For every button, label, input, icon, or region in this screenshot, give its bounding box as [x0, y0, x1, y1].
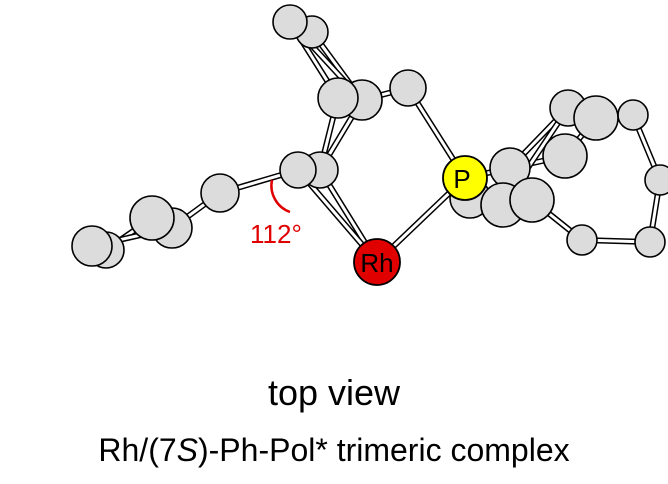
carbon-atom — [317, 77, 359, 119]
carbon-atom — [279, 151, 317, 189]
complex-name-suffix: )-Ph-Pol* trimeric complex — [197, 432, 570, 468]
angle-label: 112° — [250, 219, 302, 249]
carbon-atom — [573, 95, 619, 141]
carbon-atom — [389, 69, 427, 107]
p-atom-label: P — [453, 164, 470, 194]
carbon-atom — [634, 226, 666, 258]
carbon-atom — [566, 224, 598, 256]
atoms — [71, 4, 668, 269]
carbon-atom — [129, 195, 175, 241]
complex-name: Rh/(7S)-Ph-Pol* trimeric complex — [0, 432, 668, 469]
complex-name-prefix: Rh/(7 — [98, 432, 177, 468]
carbon-atom — [272, 4, 308, 40]
carbon-atom — [644, 164, 668, 196]
complex-name-stereo: S — [176, 432, 198, 468]
rh-atom-label: Rh — [360, 248, 393, 278]
rh-atom — [353, 238, 401, 286]
carbon-atom — [542, 133, 588, 179]
carbon-atom — [200, 173, 240, 213]
carbon-atom — [617, 99, 649, 131]
carbon-atom — [71, 225, 113, 267]
p-atom — [442, 155, 488, 201]
view-label: top view — [267, 372, 401, 413]
carbon-atom — [509, 177, 555, 223]
angle-arc — [270, 179, 291, 214]
